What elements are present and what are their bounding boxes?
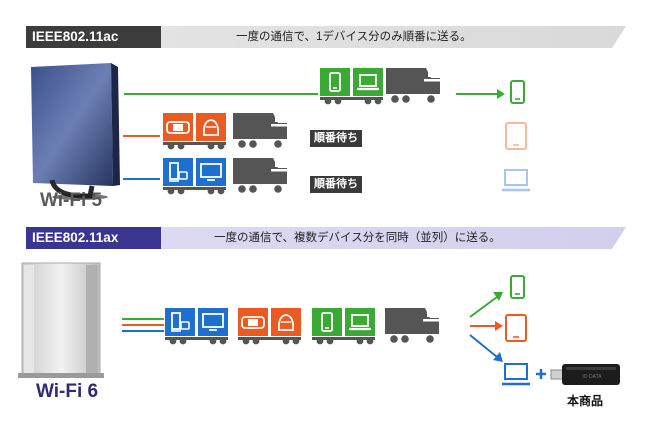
wifi6-standard-label: IEEE802.11ax [26,227,161,249]
wifi6-description: 一度の通信で、複数デバイス分を同時（並列）に送る。 [214,232,501,244]
wifi5-smartphone-icon [510,80,525,104]
wifi6-banner: IEEE802.11ax 一度の通信で、複数デバイス分を同時（並列）に送る。 [26,227,626,249]
wifi5-waiting-orange-label: 順番待ち [310,130,362,147]
wifi6-arrow-green [469,296,498,318]
wifi5-router-icon [31,63,120,200]
wifi6-router-icon [18,262,104,378]
wifi5-tablet-icon [505,122,527,150]
wifi6-banner-fade [161,227,626,249]
wifi5-banner-fade [161,26,626,48]
wifi5-truck-blue [163,158,289,195]
wifi5-laptop-icon [500,168,532,192]
wifi5-description: 一度の通信で、1デバイス分のみ順番に送る。 [236,31,472,43]
wifi5-truck-green [320,68,442,105]
wifi6-arrow-blue [469,334,498,358]
wifi6-laptop-icon [500,362,532,386]
plus-icon [536,369,546,379]
usb-wifi-adapter-icon: IO DATA [550,364,620,385]
wifi6-router-label: Wi-Fi 6 [36,381,99,402]
product-label: 本商品 [567,394,604,408]
wifi6-tablet-icon [505,314,527,342]
wifi5-standard-label: IEEE802.11ac [26,26,161,48]
wifi6-truck-combined [165,308,441,345]
wifi5-banner: IEEE802.11ac 一度の通信で、1デバイス分のみ順番に送る。 [26,26,626,48]
wifi5-truck-orange [163,113,289,150]
svg-text:IO DATA: IO DATA [582,374,602,380]
wifi6-smartphone-icon [510,275,525,299]
wifi5-router-label: Wi-Fi 5 [40,190,103,211]
wifi5-waiting-blue-label: 順番待ち [310,176,362,193]
